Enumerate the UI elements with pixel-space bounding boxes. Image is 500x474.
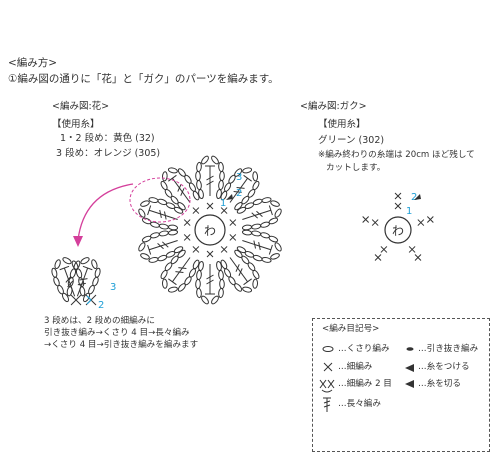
sc-stroke <box>206 202 214 210</box>
calyx-note-line2: カットします。 <box>326 163 386 173</box>
legend-icons <box>319 346 414 412</box>
calyx-point <box>394 192 402 210</box>
sc-stroke <box>374 254 382 261</box>
flower-row2-number: 2 <box>236 188 242 199</box>
calyx-row1-number: 1 <box>406 206 412 217</box>
sc-stroke <box>380 246 388 253</box>
row3-note-line1: 3 段めは、2 段めの細編みに <box>44 316 155 326</box>
flower-row1-number: 1 <box>220 198 226 209</box>
double-treble-icon <box>323 397 331 412</box>
legend-chain-label: …くさり編み <box>338 344 390 354</box>
calyx-magic-ring <box>384 216 412 244</box>
calyx-join-marker <box>414 194 421 200</box>
calyx-yarn-color: グリーン (302) <box>318 135 385 146</box>
flower-row3-number: 3 <box>236 172 242 183</box>
flower-row2-sc <box>229 219 237 226</box>
highlight-petal-outline <box>129 177 191 223</box>
legend-cut-label: …糸を切る <box>418 379 461 389</box>
sc-stroke <box>220 207 228 214</box>
join-yarn-icon <box>405 364 414 372</box>
slip-stitch-icon <box>406 347 414 351</box>
detail-direction-arrow <box>86 295 92 305</box>
sc-stroke <box>414 254 422 261</box>
calyx-chart-title: <編み図:ガク> <box>300 101 367 112</box>
calyx-stitches <box>362 192 434 261</box>
sc-stroke <box>417 219 425 226</box>
flower-row2-sc <box>183 234 191 241</box>
flower-row2-sc <box>192 207 200 214</box>
sc-stroke <box>183 219 191 226</box>
flower-detail-petal <box>47 253 105 306</box>
flower-row2-sc <box>229 234 237 241</box>
flower-center-label: わ <box>204 224 216 238</box>
flower-chart: わ 1 2 3 <box>134 155 286 305</box>
flower-petal <box>154 161 203 214</box>
detail-row3-number: 3 <box>110 282 116 293</box>
calyx-point <box>362 216 379 226</box>
legend-slip-label: …引き抜き編み <box>418 344 479 354</box>
flower-petal <box>217 247 266 300</box>
single-crochet-icon <box>323 362 333 372</box>
calyx-point <box>417 216 434 226</box>
flower-yarn-row3: 3 段め：オレンジ (305) <box>56 148 161 159</box>
flower-yarn-heading: 【使用糸】 <box>52 119 100 130</box>
flower-petal <box>196 261 225 305</box>
step-1-instruction: ①編み図の通りに「花」と「ガク」のパーツを編みます。 <box>8 73 279 85</box>
sc-stroke <box>192 207 200 214</box>
detail-arrowhead <box>73 236 83 247</box>
calyx-yarn-heading: 【使用糸】 <box>318 119 366 130</box>
sc-stroke <box>192 246 200 253</box>
calyx-chart: わ 1 2 <box>362 192 434 261</box>
sc-stroke <box>229 234 237 241</box>
flower-row2-sc <box>183 219 191 226</box>
sc-stroke <box>206 250 214 258</box>
sc-stroke <box>408 246 416 253</box>
sc-stroke <box>362 216 370 223</box>
sc-stroke <box>183 234 191 241</box>
flower-row2-sc <box>206 202 214 210</box>
row3-note-line2: 引き抜き編み→くさり 4 目→長々編み <box>44 328 190 338</box>
legend-join-label: …糸をつける <box>418 362 470 372</box>
section-heading: <編み方> <box>8 57 58 69</box>
calyx-point <box>408 246 422 261</box>
flower-chart-title: <編み図:花> <box>52 101 110 112</box>
sc-stroke <box>229 219 237 226</box>
row3-note-line3: →くさり 4 目→引き抜き編みを編みます <box>44 340 199 350</box>
flower-magic-ring <box>194 214 226 246</box>
flower-petal <box>196 155 225 199</box>
flower-row2-sc <box>192 246 200 253</box>
flower-row2-sc <box>220 207 228 214</box>
legend-title: <編み目記号> <box>322 324 380 334</box>
sc-stroke <box>371 219 379 226</box>
calyx-row2-number: 2 <box>411 192 417 203</box>
sc-stroke <box>426 216 434 223</box>
sc-stroke <box>220 246 228 253</box>
detail-row2-number: 2 <box>98 300 104 311</box>
flower-petal <box>154 247 203 300</box>
flower-row2-sc <box>220 246 228 253</box>
detail-arrow <box>77 183 134 241</box>
legend-dtr-label: …長々編み <box>338 399 381 409</box>
cut-yarn-icon <box>405 380 414 388</box>
legend-sc-label: …細編み <box>338 362 373 372</box>
calyx-note-line1: ※編み終わりの糸端は 20cm ほど残して <box>318 150 475 160</box>
flower-join-marker <box>226 194 233 200</box>
legend-sc2-label: …細編み 2 目 <box>338 379 392 389</box>
sc-stroke <box>394 202 402 210</box>
sc-stroke <box>394 192 402 200</box>
flower-row2-sc <box>206 250 214 258</box>
flower-row2-stitches <box>183 202 237 258</box>
flower-yarn-row12: 1・2 段め：黄色 (32) <box>60 133 155 144</box>
sc-increase-icon <box>319 379 335 393</box>
calyx-center-label: わ <box>392 224 404 238</box>
calyx-point <box>374 246 388 261</box>
chain-stitch-icon <box>322 346 334 352</box>
stitch-legend-box <box>312 318 490 452</box>
